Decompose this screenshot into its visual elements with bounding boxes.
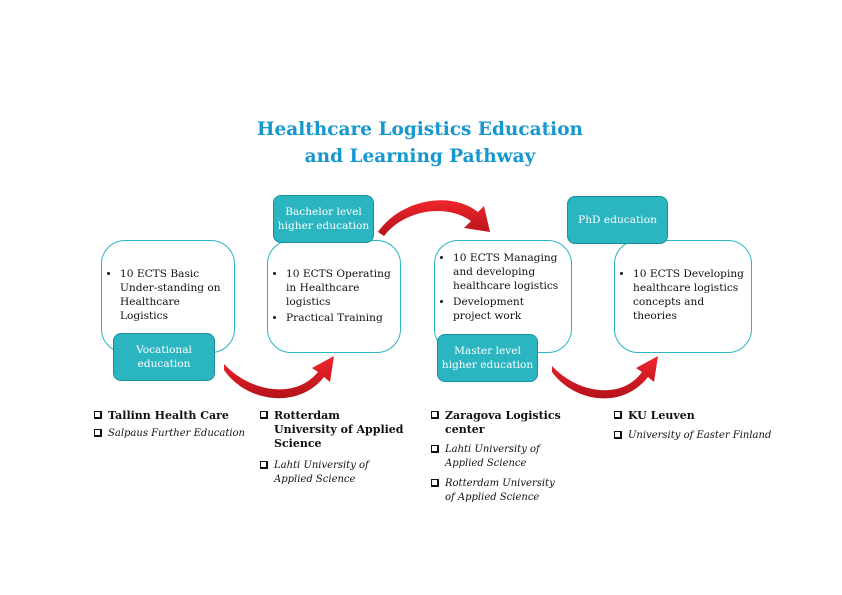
stage-label-vocational: Vocational education [113, 333, 215, 381]
title-line-2: and Learning Pathway [304, 146, 536, 167]
stage-bullet: 10 ECTS Basic Under-standing on Healthca… [120, 267, 230, 323]
label-line: higher education [277, 220, 370, 232]
institution-item: KU Leuven [614, 409, 814, 423]
title-line-1: Healthcare Logistics Education [257, 119, 583, 140]
checkbox-icon [260, 461, 268, 469]
stage-label-phd: PhD education [567, 196, 668, 244]
label-line: education [137, 358, 191, 370]
label-line: Bachelor level [285, 206, 362, 218]
institution-item: University of Easter Finland [614, 429, 814, 443]
checkbox-icon [431, 411, 439, 419]
stage-box-phd: 10 ECTS Developing healthcare logistics … [614, 240, 752, 353]
institution-item: Rotterdam University of Applied Science [260, 409, 406, 451]
label-line: higher education [441, 359, 534, 371]
institution-name: Zaragova Logistics center [445, 409, 561, 436]
diagram-title: Healthcare Logistics Education and Learn… [220, 116, 620, 170]
stage-label-bachelor: Bachelor level higher education [273, 195, 374, 243]
label-line: PhD education [578, 214, 657, 226]
checkbox-icon [94, 411, 102, 419]
institutions-master: Zaragova Logistics center Lahti Universi… [431, 409, 591, 509]
institution-name: Lahti University of Applied Science [274, 460, 369, 485]
institutions-vocational: Tallinn Health Care Salpaus Further Educ… [94, 409, 254, 445]
stage-bullet: Development project work [453, 295, 565, 323]
stage-bullet: 10 ECTS Developing healthcare logistics … [633, 267, 745, 323]
institution-name: Tallinn Health Care [108, 409, 229, 422]
institution-name: Lahti University of Applied Science [445, 444, 540, 469]
institution-item: Salpaus Further Education [94, 427, 254, 441]
institution-item: Lahti University of Applied Science [431, 443, 591, 471]
checkbox-icon [614, 411, 622, 419]
institutions-phd: KU Leuven University of Easter Finland [614, 409, 814, 447]
checkbox-icon [431, 479, 439, 487]
stage-box-bachelor: 10 ECTS Operating in Healthcare logistic… [267, 240, 401, 353]
checkbox-icon [614, 431, 622, 439]
institution-name: Rotterdam University of Applied Science [445, 478, 555, 503]
stage-bullet: Practical Training [286, 311, 396, 325]
arrow-vocational-to-bachelor [224, 356, 334, 399]
institution-item: Lahti University of Applied Science [260, 459, 406, 487]
institution-name: Rotterdam University of Applied Science [274, 409, 404, 450]
label-line: Master level [454, 345, 521, 357]
institution-name: KU Leuven [628, 409, 695, 422]
institution-item: Zaragova Logistics center [431, 409, 591, 437]
checkbox-icon [94, 429, 102, 437]
institution-name: University of Easter Finland [628, 430, 772, 441]
institution-item: Tallinn Health Care [94, 409, 254, 423]
institution-item: Rotterdam University of Applied Science [431, 477, 591, 505]
label-line: Vocational [136, 344, 192, 356]
institution-name: Salpaus Further Education [108, 428, 246, 439]
institutions-bachelor: Rotterdam University of Applied Science … [260, 409, 406, 491]
arrow-master-to-phd [552, 356, 658, 399]
stage-bullet: 10 ECTS Operating in Healthcare logistic… [286, 267, 396, 309]
arrow-bachelor-to-master [378, 200, 490, 236]
stage-label-master: Master level higher education [437, 334, 538, 382]
checkbox-icon [260, 411, 268, 419]
stage-bullet: 10 ECTS Managing and developing healthca… [453, 251, 565, 293]
checkbox-icon [431, 445, 439, 453]
